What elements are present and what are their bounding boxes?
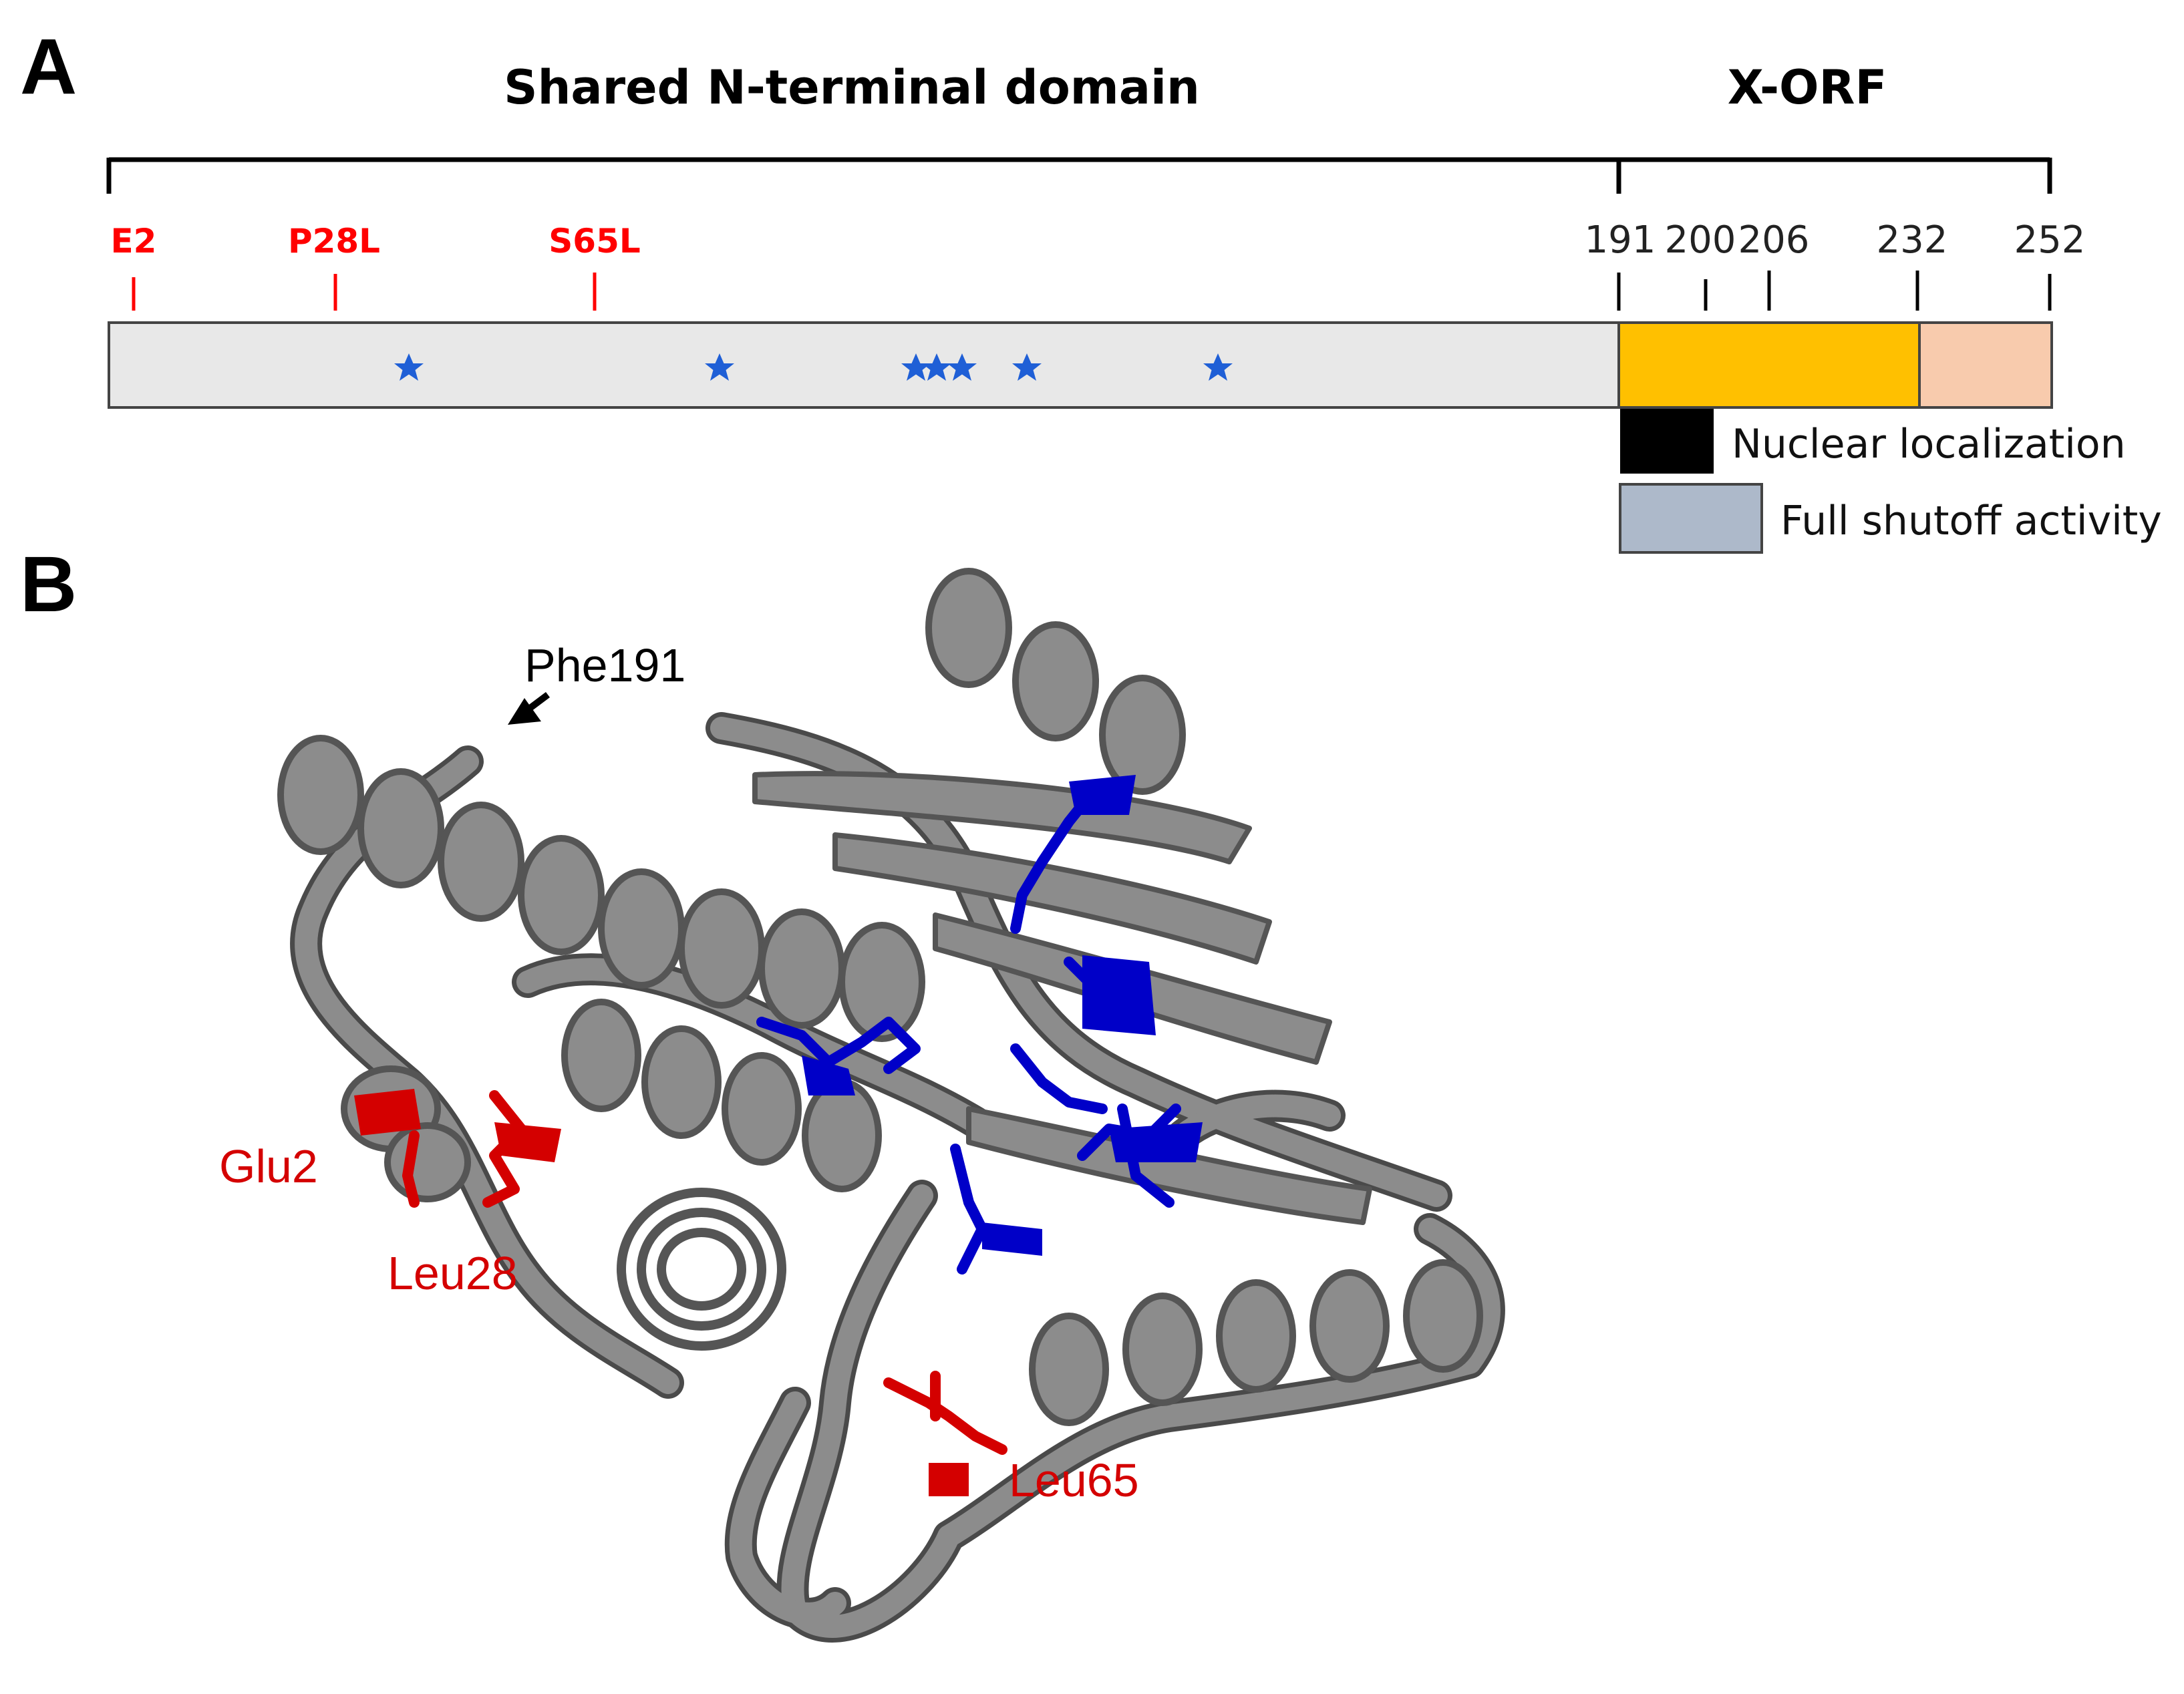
label-phe191: Phe191 (524, 639, 685, 691)
mutation-label-e2: E2 (111, 222, 157, 261)
full-shutoff-box (1619, 483, 1763, 554)
panel-b: B (20, 540, 1505, 1643)
red-residue-blocks (354, 1089, 969, 1496)
label-leu28: Leu28 (387, 1247, 518, 1299)
phe191-arrow (508, 692, 550, 725)
xorf-tail-bar (1918, 321, 2053, 409)
blue-residue-blocks (802, 775, 1203, 1256)
mutation-label-p28l: P28L (288, 222, 380, 261)
helix-end-on (617, 1188, 786, 1351)
mutation-labels: E2 P28L S65L (111, 222, 641, 261)
xorf-label: X-ORF (1728, 60, 1887, 115)
red-residues (402, 1090, 1007, 1455)
full-shutoff-label: Full shutoff activity (1780, 498, 2162, 544)
position-191: 191 (1585, 218, 1656, 262)
position-200: 200 (1665, 218, 1736, 262)
helix-top (925, 568, 1186, 795)
nuclear-localization-box (1620, 409, 1714, 474)
position-206: 206 (1738, 218, 1810, 262)
position-labels: 191 200 206 232 252 (1585, 218, 2086, 262)
label-glu2: Glu2 (219, 1140, 318, 1192)
xorf-main-bar (1617, 321, 1921, 409)
shared-domain-bar (108, 321, 1620, 409)
panel-letter-b: B (20, 540, 77, 629)
helix-main (277, 735, 925, 1042)
beta-sheet (752, 771, 1372, 1225)
domain-bracket (106, 157, 2052, 194)
label-leu65: Leu65 (1009, 1454, 1139, 1506)
position-ticks (1617, 271, 2052, 311)
protein-ribbon (277, 568, 1505, 1643)
mutation-label-s65l: S65L (549, 222, 640, 261)
shared-domain-label: Shared N-terminal domain (504, 60, 1200, 115)
helix-bottom-right (1029, 1259, 1483, 1426)
helix-lower (561, 999, 882, 1192)
panel-letter-a: A (20, 23, 77, 111)
mutation-ticks (132, 273, 597, 311)
panel-a: A Shared N-terminal domain X-ORF E2 P28L… (20, 23, 2162, 554)
nuclear-localization-label: Nuclear localization (1732, 421, 2126, 468)
position-252: 252 (2014, 218, 2086, 262)
position-232: 232 (1877, 218, 1948, 262)
